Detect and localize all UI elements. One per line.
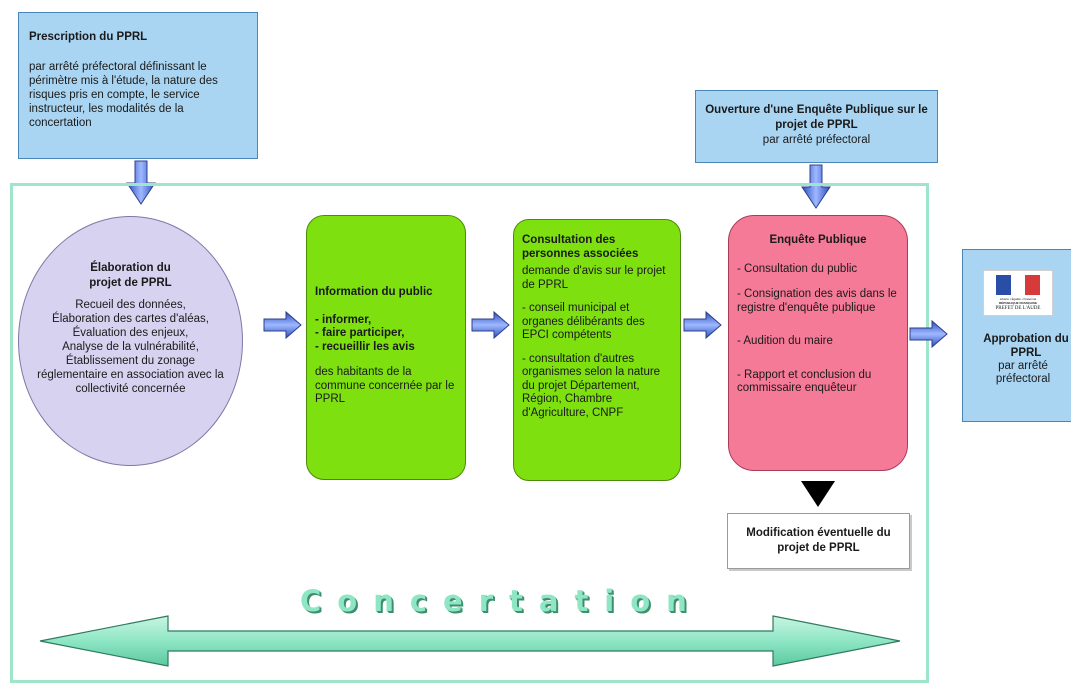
logo-line1: Liberté • Égalité • Fraternité bbox=[999, 297, 1037, 301]
modification-text: Modification éventuelle du projet de PPR… bbox=[746, 527, 891, 554]
ouverture-subtitle: par arrêté préfectoral bbox=[762, 134, 871, 146]
ouverture-box: Ouverture d'une Enquête Publique sur le … bbox=[695, 90, 938, 163]
modification-box: Modification éventuelle du projet de PPR… bbox=[727, 513, 910, 569]
enquete-item-2: - Audition du maire bbox=[737, 335, 833, 347]
concertation-frame bbox=[10, 183, 929, 683]
down-arrow-ouverture bbox=[801, 164, 831, 209]
prefet-logo: Liberté • Égalité • Fraternité RÉPUBLIQU… bbox=[983, 270, 1053, 316]
elaboration-item-3: Analyse de la vulnérabilité, bbox=[62, 341, 199, 353]
approbation-title: Approbation du PPRL bbox=[983, 333, 1069, 359]
right-arrow-3 bbox=[683, 310, 722, 340]
approbation-subtitle: par arrêté préfectoral bbox=[995, 360, 1051, 385]
prescription-body: par arrêté préfectoral définissant le pé… bbox=[29, 61, 218, 129]
elaboration-item-1: Élaboration des cartes d'aléas, bbox=[52, 313, 209, 325]
right-arrow-4 bbox=[909, 319, 948, 349]
enquete-item-0: - Consultation du public bbox=[737, 262, 858, 275]
elaboration-item-4: Établissement du zonage réglementaire en… bbox=[37, 355, 224, 395]
information-item-1: - faire participer, bbox=[315, 327, 405, 339]
information-footer: des habitants de la commune concernée pa… bbox=[315, 366, 455, 405]
prescription-box: Prescription du PPRL par arrêté préfecto… bbox=[18, 12, 258, 159]
enquete-title: Enquête Publique bbox=[769, 234, 867, 246]
tricolor-flag bbox=[996, 275, 1041, 295]
logo-caption: PREFET DE L'AUDE bbox=[995, 306, 1041, 311]
prescription-title: Prescription du PPRL bbox=[29, 31, 148, 43]
information-item-0: - informer, bbox=[315, 313, 372, 326]
approbation-box: Liberté • Égalité • Fraternité RÉPUBLIQU… bbox=[962, 249, 1071, 422]
consultation-line-1: - conseil municipal et organes délibéran… bbox=[522, 302, 645, 341]
consultation-title: Consultation des personnes associées bbox=[522, 234, 639, 260]
information-item-2: - recueillir les avis bbox=[315, 340, 415, 353]
right-arrow-2 bbox=[471, 310, 510, 340]
consultation-line-0: demande d'avis sur le projet de PPRL bbox=[522, 265, 666, 291]
information-box: Information du public - informer, - fair… bbox=[306, 215, 466, 480]
enquete-box: Enquête Publique - Consultation du publi… bbox=[728, 215, 908, 471]
elaboration-item-2: Évaluation des enjeux, bbox=[72, 327, 189, 339]
elaboration-item-0: Recueil des données, bbox=[75, 299, 186, 311]
information-title: Information du public bbox=[315, 286, 433, 298]
logo-line2: RÉPUBLIQUE FRANÇAISE bbox=[998, 301, 1037, 305]
down-triangle bbox=[801, 481, 835, 507]
elaboration-title: Élaboration du projet de PPRL bbox=[89, 262, 172, 289]
right-arrow-1 bbox=[263, 310, 302, 340]
concertation-double-arrow bbox=[39, 615, 901, 667]
consultation-box: Consultation des personnes associées dem… bbox=[513, 219, 681, 481]
consultation-line-2: - consultation d'autres organismes selon… bbox=[522, 352, 661, 419]
enquete-item-3: - Rapport et conclusion du commissaire e… bbox=[737, 368, 872, 395]
elaboration-circle: Élaboration du projet de PPRL Recueil de… bbox=[18, 216, 243, 466]
enquete-item-1: - Consignation des avis dans le registre… bbox=[737, 288, 897, 314]
concertation-label: Concertation bbox=[300, 584, 703, 618]
ouverture-title: Ouverture d'une Enquête Publique sur le … bbox=[705, 104, 928, 131]
